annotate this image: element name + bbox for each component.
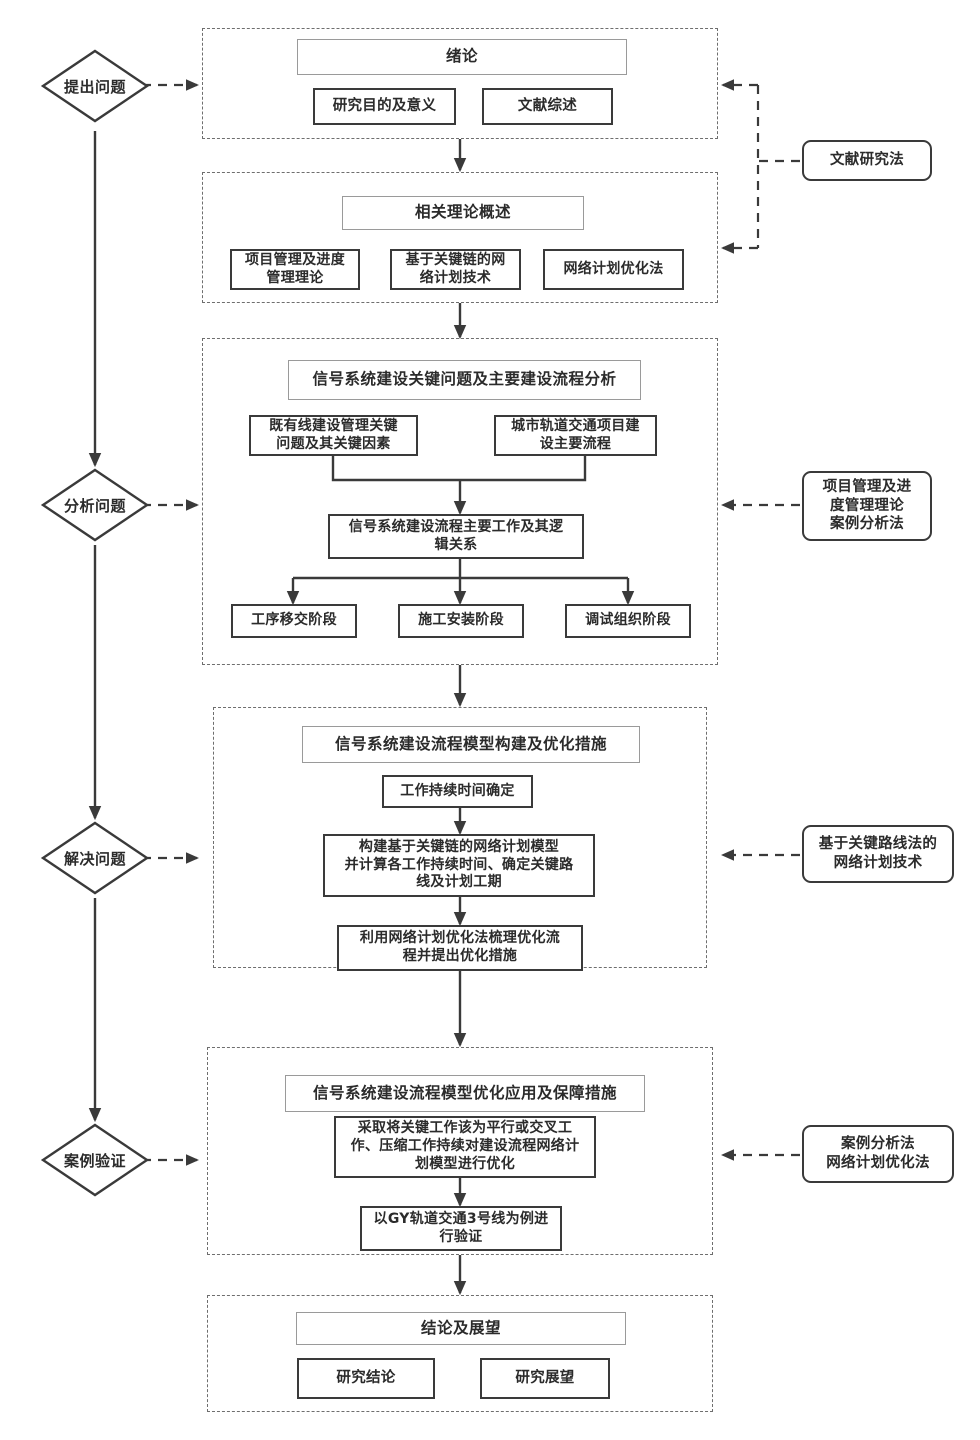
section-item-analysis-3[interactable]: 工序移交阶段 — [231, 604, 357, 638]
section-container-theory — [202, 172, 718, 303]
section-item-theory-2[interactable]: 网络计划优化法 — [543, 249, 684, 290]
section-heading-intro[interactable]: 绪论 — [297, 39, 627, 75]
section-item-analysis-2[interactable]: 信号系统建设流程主要工作及其逻 辑关系 — [328, 514, 584, 559]
section-item-model-2[interactable]: 利用网络计划优化法梳理优化流 程并提出优化措施 — [337, 925, 583, 971]
section-item-apply-1[interactable]: 以GY轨道交通3号线为例进 行验证 — [360, 1206, 562, 1251]
section-container-conclusion — [207, 1295, 713, 1412]
method-box-project-management-case-analysis[interactable]: 项目管理及进 度管理理论 案例分析法 — [802, 471, 932, 541]
section-item-analysis-0[interactable]: 既有线建设管理关键 问题及其关键因素 — [249, 415, 418, 456]
section-container-apply — [207, 1047, 713, 1255]
diamond-shape — [40, 821, 150, 895]
section-item-conclusion-0[interactable]: 研究结论 — [297, 1358, 435, 1399]
section-item-theory-1[interactable]: 基于关键链的网 络计划技术 — [390, 249, 521, 290]
stage-label: 分析问题 — [63, 496, 126, 515]
section-container-intro — [202, 28, 718, 139]
section-heading-analysis[interactable]: 信号系统建设关键问题及主要建设流程分析 — [288, 360, 641, 400]
method-box-case-analysis-network-optimization[interactable]: 案例分析法 网络计划优化法 — [802, 1125, 954, 1183]
diamond-shape — [40, 468, 150, 542]
section-item-theory-0[interactable]: 项目管理及进度 管理理论 — [230, 249, 360, 290]
method-box-literature-research[interactable]: 文献研究法 — [802, 140, 932, 181]
section-item-conclusion-1[interactable]: 研究展望 — [480, 1358, 610, 1399]
section-item-apply-0[interactable]: 采取将关键工作该为平行或交叉工 作、压缩工作持续对建设流程网络计 划模型进行优化 — [334, 1116, 596, 1178]
section-item-intro-0[interactable]: 研究目的及意义 — [313, 88, 456, 125]
section-heading-model[interactable]: 信号系统建设流程模型构建及优化措施 — [302, 726, 640, 763]
section-item-analysis-5[interactable]: 调试组织阶段 — [565, 604, 691, 638]
section-heading-conclusion[interactable]: 结论及展望 — [296, 1312, 626, 1345]
method-box-critical-path-network-planning[interactable]: 基于关键路线法的 网络计划技术 — [802, 825, 954, 883]
section-heading-apply[interactable]: 信号系统建设流程模型优化应用及保障措施 — [285, 1075, 645, 1112]
stage-label: 提出问题 — [63, 77, 126, 96]
stage-label: 案例验证 — [63, 1151, 126, 1170]
stage-diamond-propose[interactable]: 提出问题 — [40, 48, 150, 124]
stage-label: 解决问题 — [63, 849, 126, 868]
section-item-intro-1[interactable]: 文献综述 — [482, 88, 613, 125]
section-item-model-1[interactable]: 构建基于关键链的网络计划模型 并计算各工作持续时间、确定关键路 线及计划工期 — [323, 834, 595, 897]
diamond-shape — [40, 49, 150, 123]
stage-diamond-analyze[interactable]: 分析问题 — [40, 467, 150, 543]
stage-diamond-solve[interactable]: 解决问题 — [40, 820, 150, 896]
stage-diamond-case-verify[interactable]: 案例验证 — [40, 1122, 150, 1198]
section-item-analysis-1[interactable]: 城市轨道交通项目建 设主要流程 — [494, 415, 657, 456]
section-heading-theory[interactable]: 相关理论概述 — [342, 196, 584, 230]
section-item-model-0[interactable]: 工作持续时间确定 — [382, 775, 533, 808]
section-item-analysis-4[interactable]: 施工安装阶段 — [398, 604, 524, 638]
diamond-shape — [40, 1123, 150, 1197]
